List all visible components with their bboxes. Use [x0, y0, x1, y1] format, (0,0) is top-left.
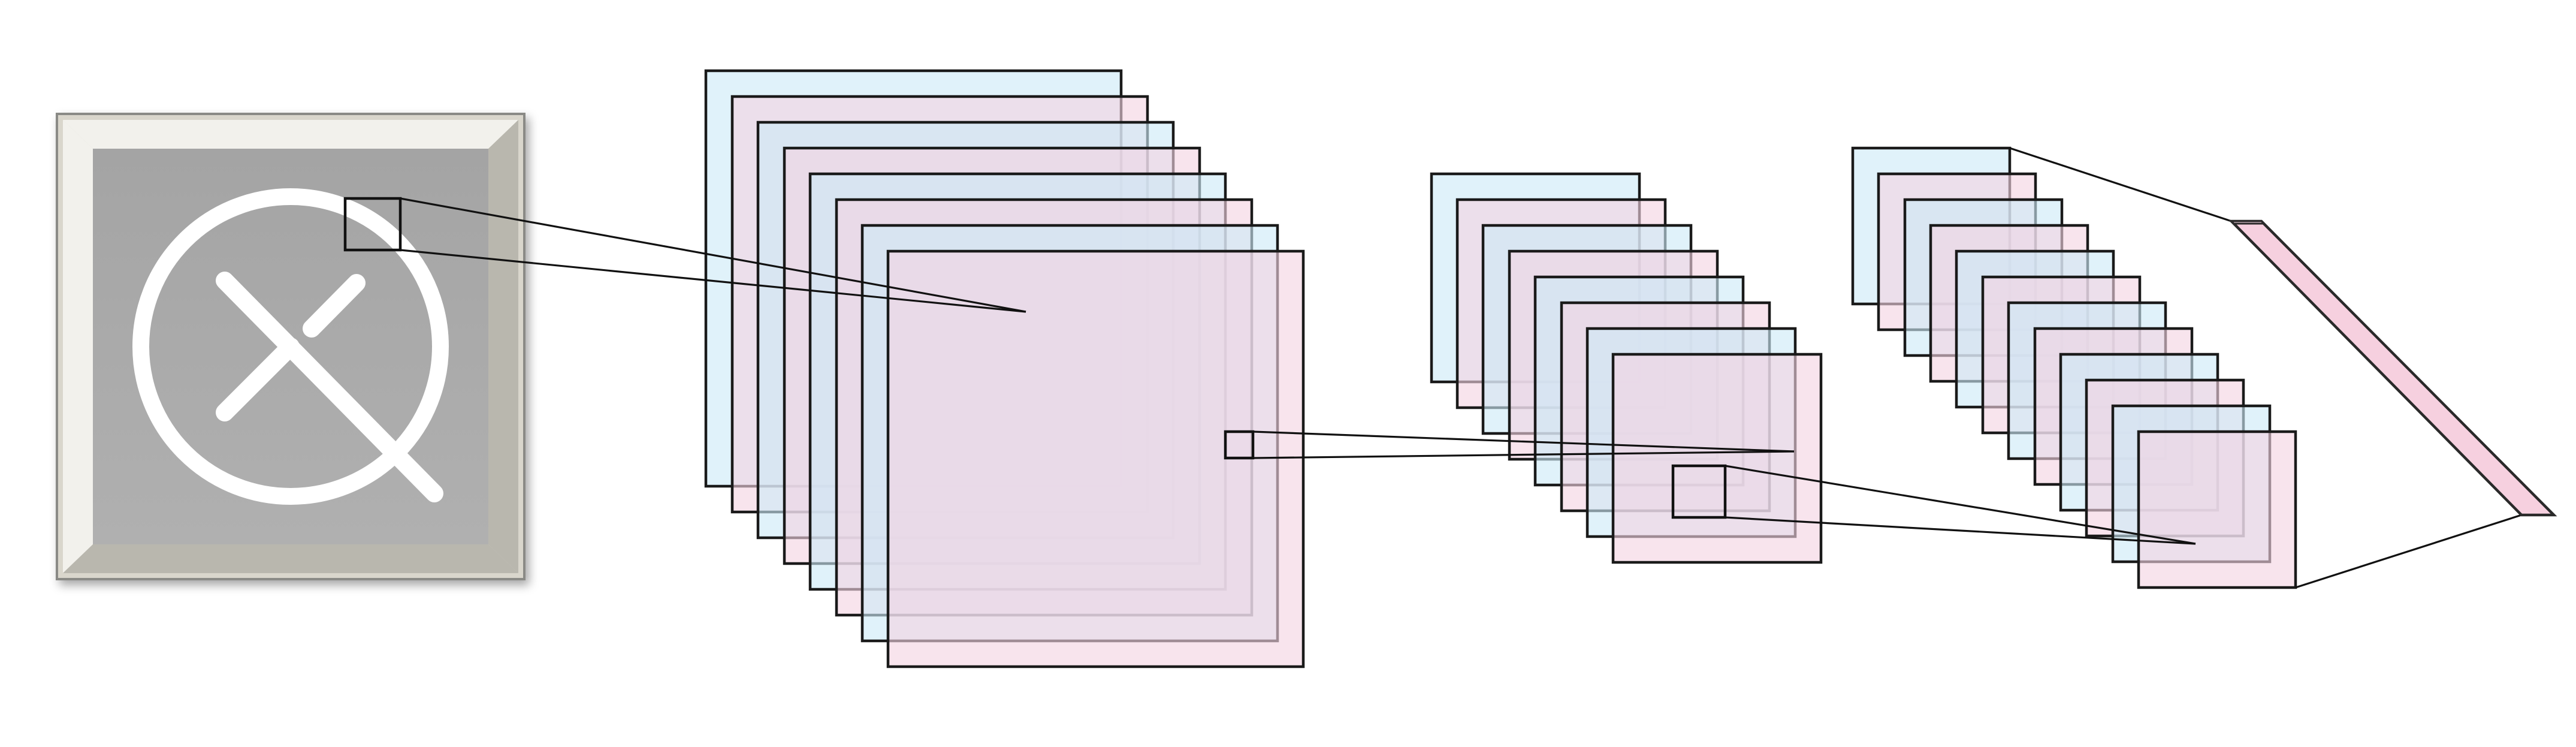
conv2-feature-maps	[1430, 172, 1823, 564]
conv1-receptive-window	[1224, 430, 1255, 460]
frame-bevel-bottom	[63, 544, 518, 573]
circle-x-glyph-icon	[132, 188, 449, 505]
input-receptive-window	[343, 197, 402, 252]
conv3-feature-maps	[1851, 146, 2297, 589]
projection-lines	[400, 147, 2522, 589]
conv2-map-8	[1611, 353, 1823, 564]
conv3-map-12	[2137, 430, 2297, 589]
conv2-receptive-window	[1671, 464, 1727, 519]
fully-connected-layer	[2228, 219, 2557, 517]
frame-bevel-right	[488, 120, 518, 573]
conv1-feature-maps	[704, 69, 1305, 668]
frame-bevel-top	[63, 120, 518, 149]
fc-top-face	[2229, 220, 2266, 225]
input-image	[56, 113, 526, 580]
frame-bevel-left	[63, 120, 93, 573]
